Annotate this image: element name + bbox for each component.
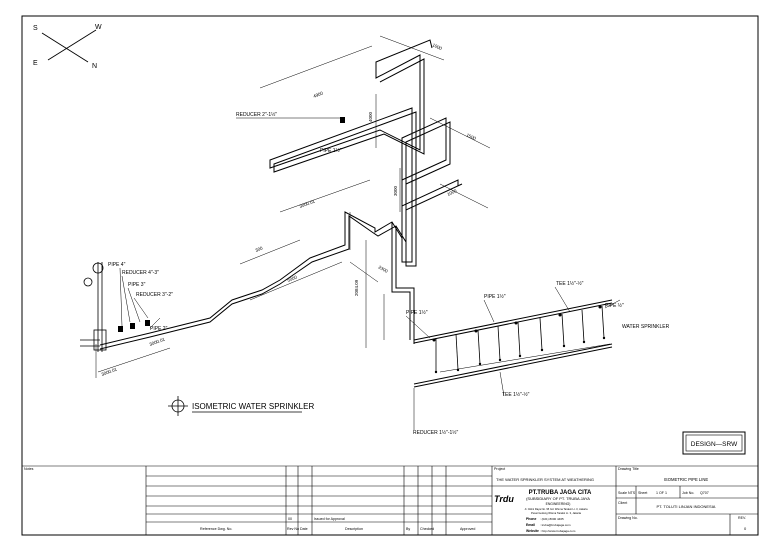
- label-reducer-lower: REDUCER 1½"-1½": [413, 429, 458, 436]
- label-pipe-1half-top: PIPE 1½": [320, 147, 342, 154]
- dim-2300: 2300: [378, 265, 390, 275]
- dim-4000: 4000: [368, 111, 373, 122]
- drawing-title-label: Drawing Title: [618, 467, 639, 471]
- dim-5000: 5000: [287, 274, 299, 283]
- client-label: Client: [618, 501, 627, 505]
- dim-2084-09: 2084.09: [354, 279, 359, 296]
- company-logo: Trdu: [494, 494, 514, 504]
- label-pipe-3: PIPE 3": [128, 282, 146, 288]
- drawn-by: By: [406, 527, 410, 531]
- stamp-text: DESIGN—SRW: [691, 441, 738, 448]
- sheet-label: Sheet: [638, 491, 647, 495]
- client-value: PT. TOLUTI LINJAN INDONESIA: [657, 504, 716, 509]
- drawing-title: ISOMETRIC WATER SPRINKLER: [192, 402, 314, 411]
- inlet-valve-icon: [80, 262, 107, 352]
- dim-3000-01: 3000.01: [299, 199, 316, 209]
- label-pipe-half: PIPE ½": [605, 302, 624, 309]
- sheet-value: 1 OF 1: [656, 491, 667, 495]
- compass-w: W: [95, 24, 102, 31]
- date: Date: [300, 527, 308, 531]
- compass-e: E: [33, 60, 38, 67]
- dim-1000-mid: 1000: [446, 188, 458, 197]
- dimension-lines: [95, 35, 611, 378]
- label-water-sprinkler: WATER SPRINKLER: [622, 324, 670, 330]
- notes-label: Notes: [24, 467, 34, 471]
- sprinkler-heads: [432, 305, 606, 374]
- title-block: [22, 465, 758, 535]
- label-pipe-1half-branch: PIPE 1½": [406, 309, 428, 316]
- dimension-labels: 1000 4900 4000 1500 3000 1000 3000.01 30…: [101, 42, 478, 377]
- label-tee: TEE 1½"-½": [556, 280, 584, 287]
- dim-300: 300: [255, 245, 264, 253]
- label-pipe-2: PIPE 2": [150, 326, 168, 332]
- company-name: PT.TRUBA JAGA CITA: [529, 490, 592, 496]
- company-email-label: Email: [526, 523, 535, 527]
- project-label: Project: [494, 467, 505, 471]
- label-pipe-1half-mid: PIPE 1½": [484, 293, 506, 300]
- design-stamp: [682, 431, 746, 455]
- leader-lines: [119, 117, 621, 430]
- pipe-route: [99, 39, 613, 388]
- section-symbol-icon: [168, 396, 188, 416]
- dim-1000-top: 1000: [432, 42, 444, 51]
- company-addr: Ji. Cikini Raya No. 95 Gd. Wisma Tarakoi…: [524, 507, 588, 511]
- issued-for: Issued for Approval: [314, 517, 345, 521]
- dim-3000-01b: 3000.01: [149, 337, 166, 347]
- label-pipe-4: PIPE 4": [108, 262, 126, 268]
- approved: Approved: [460, 527, 475, 531]
- rev-label: REV.: [738, 516, 746, 520]
- company-web-label: Website: [526, 529, 539, 533]
- rev-num: 00: [288, 517, 292, 521]
- scale-label: Scale: [618, 491, 627, 495]
- label-reducer-2-1half: REDUCER 2"-1½": [236, 111, 277, 118]
- ref-dwg: Reference Dwg. No.: [200, 527, 232, 531]
- sprinkler-drops: [435, 305, 605, 372]
- scale-value: NTS: [628, 491, 636, 495]
- rev-no: Rev No: [287, 527, 299, 531]
- compass-n: N: [92, 63, 97, 70]
- pipe-labels: REDUCER 2"-1½" PIPE 1½" PIPE 4" REDUCER …: [108, 111, 670, 436]
- job-no-label: Job No.: [682, 491, 694, 495]
- dim-1500: 1500: [466, 132, 478, 141]
- drawing-no-label: Drawing No.: [618, 516, 638, 520]
- title-block-text: Notes 00 Issued for Approval Reference D…: [24, 467, 747, 533]
- company-email: : truba@trubajaga.com: [540, 523, 571, 527]
- compass-icon: [41, 29, 97, 63]
- label-reducer-4-3: REDUCER 4"-3": [122, 270, 159, 276]
- project-name: THE WATER SPRINKLER SYSTEM AT WEATHERING: [496, 477, 594, 482]
- company-addr2: Pusat Gedung Wisma Tarakoi Lt. 3, Jakart…: [531, 511, 582, 515]
- compass-s: S: [33, 25, 38, 32]
- description: Description: [345, 527, 363, 531]
- company-sub2: ENGINEERING): [546, 502, 571, 506]
- company-sub: (SUBSIDIARY OF PT. TRUBA JAYA: [526, 496, 590, 501]
- dim-3000-01c: 3000.01: [101, 367, 118, 377]
- reducer-marks: [118, 117, 345, 332]
- dim-4900: 4900: [313, 90, 325, 99]
- sheet-border: [21, 15, 759, 536]
- company-web: : http://www.trubajaga.com: [540, 529, 576, 533]
- checked: Checked: [420, 527, 434, 531]
- label-tee-lower: TEE 1½"-½": [502, 391, 530, 398]
- drawing-title-value: ISOMETRIC PIPE LINE: [664, 477, 709, 482]
- job-no-value: Q707: [700, 491, 709, 495]
- company-phone: : (021) 8000 4465: [540, 517, 564, 521]
- dim-3000: 3000: [393, 185, 398, 196]
- label-reducer-3-2: REDUCER 3"-2": [136, 292, 173, 298]
- rev-value: 0: [744, 526, 747, 531]
- company-phone-label: Phone: [526, 517, 536, 521]
